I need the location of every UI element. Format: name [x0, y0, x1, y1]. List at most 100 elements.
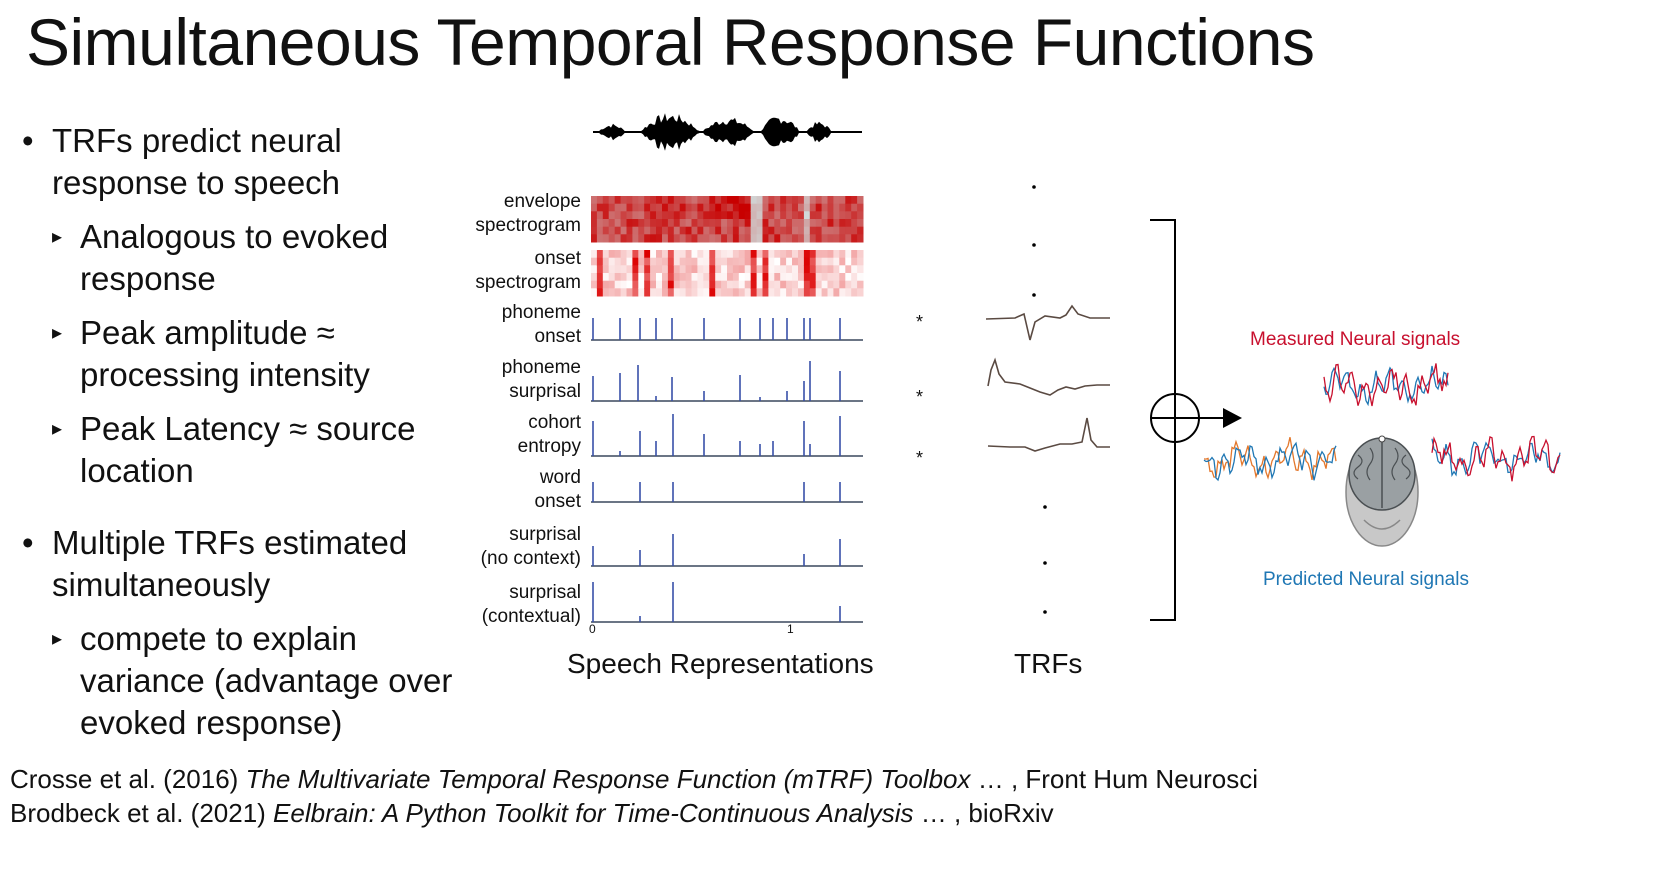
spectrogram-cell [774, 288, 781, 297]
spectrogram-cell [815, 288, 823, 297]
spectrogram-cell [780, 234, 787, 243]
spectrogram-cell [691, 288, 698, 297]
spectrogram-cell [679, 273, 687, 282]
spectrogram-cell [697, 196, 704, 205]
spectrogram-cell [638, 219, 645, 228]
spectrogram-cell [727, 250, 734, 259]
spectrogram-cell [727, 257, 734, 266]
spectrogram-cell [685, 273, 692, 282]
spectrogram-cell [756, 211, 763, 220]
spectrogram-cell [750, 203, 758, 212]
spectrogram-cell [857, 257, 864, 266]
spectrogram-cell [727, 226, 734, 235]
spectrogram-cell [703, 234, 710, 243]
spectrogram-cell [792, 226, 799, 235]
spectrogram-cell [727, 280, 734, 289]
sub-bullet-text: compete to explain variance (advantage o… [80, 620, 453, 741]
spectrogram-cell [709, 280, 716, 289]
spectrogram-cell [750, 257, 758, 266]
spectrogram-cell [833, 257, 840, 266]
spectrogram-cell [827, 196, 834, 205]
spectrogram-cell [762, 257, 769, 266]
spectrogram-cell [768, 250, 775, 259]
spectrogram-cell [667, 234, 675, 243]
spectrogram-cell [667, 211, 675, 220]
spectrogram-cell [827, 257, 834, 266]
spectrogram-cell [827, 234, 834, 243]
spectrogram-cell [798, 203, 805, 212]
spectrogram-cell [691, 250, 698, 259]
ref-title: Eelbrain: A Python Toolkit for Time-Cont… [273, 798, 914, 828]
spectrogram-cell [774, 203, 781, 212]
spectrogram-cell [715, 273, 722, 282]
spectrogram-cell [786, 250, 793, 259]
spectrogram-cell [768, 203, 775, 212]
spectrogram-cell [774, 280, 781, 289]
spectrogram-cell [656, 211, 663, 220]
spectrogram-cell [827, 273, 834, 282]
spectrogram-cell [851, 196, 858, 205]
spectrogram-cell [756, 219, 763, 228]
spectrogram-cell [851, 211, 858, 220]
spectrogram-cell [703, 265, 710, 274]
spectrogram-cell [768, 226, 775, 235]
spectrogram-cell [608, 280, 616, 289]
spectrogram-cell [602, 234, 610, 243]
spectrogram-cell [662, 265, 669, 274]
rep-label-phoneme-surprisal: phoneme surprisal [501, 357, 581, 402]
spectrogram-cell [691, 196, 698, 205]
spectrogram-cell [792, 273, 799, 282]
spectrogram-cell [656, 219, 663, 228]
spectrogram-cell [721, 219, 728, 228]
spectrogram-cell [768, 273, 775, 282]
spectrogram-cell [792, 203, 799, 212]
spectrogram-cell [697, 257, 704, 266]
spectrogram-cell [632, 250, 639, 259]
spectrogram-cell [762, 211, 769, 220]
spectrogram-cell [727, 234, 734, 243]
spectrogram-cell [756, 203, 763, 212]
spectrogram-cell [798, 211, 805, 220]
spectrogram-cell [839, 250, 846, 259]
spectrogram-cell [691, 257, 698, 266]
spectrogram-cell [762, 280, 769, 289]
spectrogram-cell [732, 273, 740, 282]
spectrogram-cell [815, 234, 823, 243]
spectrogram-cell [685, 211, 692, 220]
spectrogram-cell [715, 257, 722, 266]
spectrogram-cell [809, 250, 817, 259]
spectrogram-cell [780, 219, 787, 228]
spectrogram-cell [679, 288, 687, 297]
spectrogram-cell [685, 203, 692, 212]
spectrogram-cell [786, 226, 793, 235]
spectrogram-cell [620, 226, 627, 235]
spectrogram-cell [697, 219, 704, 228]
spectrogram-cell [744, 288, 752, 297]
spectrogram-cell [620, 196, 627, 205]
spectrogram-cell [857, 211, 864, 220]
spectrogram-cell [614, 219, 622, 228]
spectrogram-cell [732, 265, 740, 274]
spectrogram-cell [626, 234, 633, 243]
spectrogram-cell [662, 250, 669, 259]
spectrogram-cell [815, 211, 823, 220]
spectrogram-cell [727, 273, 734, 282]
spectrogram-cell [697, 280, 704, 289]
spectrogram-cell [732, 219, 740, 228]
spectrogram-cell [679, 280, 687, 289]
spectrogram-cell [591, 288, 598, 297]
spectrogram-cell [650, 226, 657, 235]
spectrogram-cell [620, 219, 627, 228]
spectrogram-cell [845, 211, 852, 220]
spectrogram-cell [673, 257, 681, 266]
spectrogram-cell [721, 273, 728, 282]
spectrogram-cell [821, 211, 828, 220]
spectrogram-cell [614, 265, 622, 274]
spectrogram-cell [833, 234, 840, 243]
spectrogram-cell [691, 219, 698, 228]
spectrogram-cell [792, 280, 799, 289]
spectrogram-cell [744, 196, 752, 205]
spectrogram-cell [650, 203, 657, 212]
spectrogram-cell [721, 196, 728, 205]
ref-journal: … , Front Hum Neurosci [970, 764, 1259, 794]
